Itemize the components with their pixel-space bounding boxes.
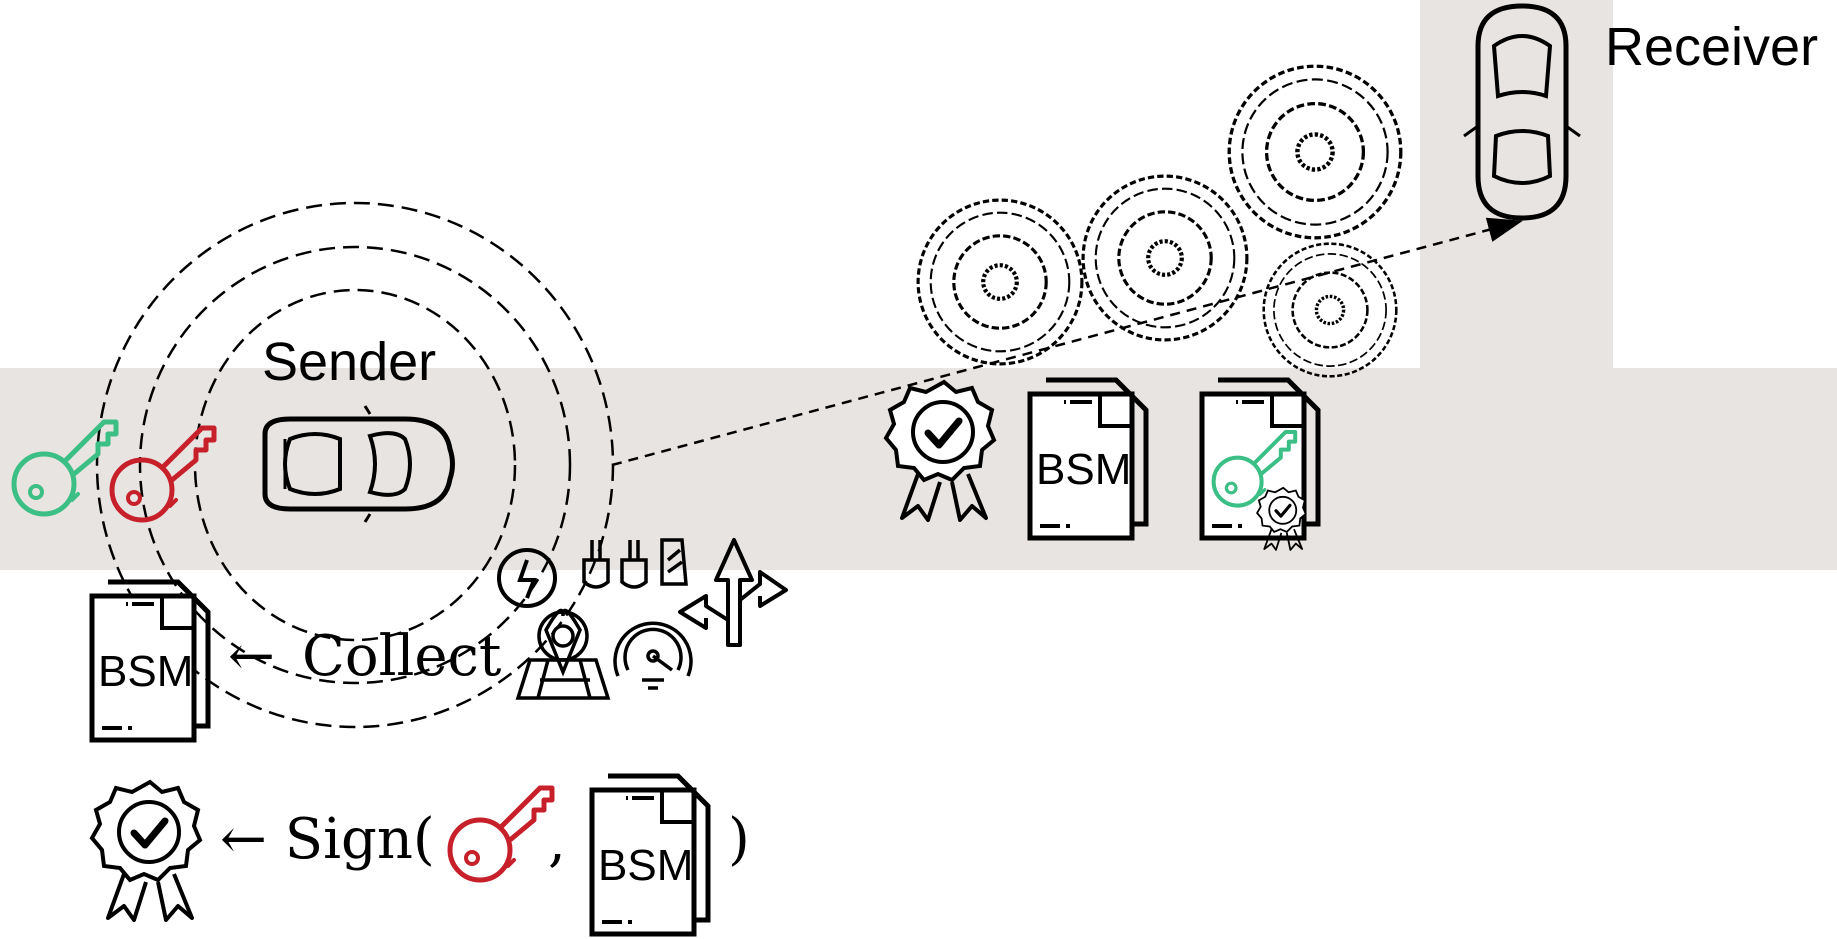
bsm-document-icon: BSM <box>92 582 208 740</box>
sender-label: Sender <box>262 332 436 392</box>
bsm-document-icon: BSM <box>1030 380 1146 538</box>
tree-icon <box>918 66 1401 376</box>
bsm-label: BSM <box>1036 445 1131 494</box>
bsm-label: BSM <box>98 647 193 696</box>
receiver-label: Receiver <box>1605 17 1818 77</box>
red-key-icon <box>450 788 552 880</box>
sign-close: ) <box>728 807 750 872</box>
vertical-road <box>1420 0 1613 570</box>
signed-bsm-document-icon <box>1202 380 1318 550</box>
bsm-document-icon: BSM <box>592 776 708 934</box>
bsm-label: BSM <box>598 841 693 890</box>
collect-label: Collect <box>302 624 502 689</box>
sign-comma: , <box>548 809 566 874</box>
certificate-icon <box>92 782 200 920</box>
collect-arrow: ← <box>228 624 275 689</box>
speedometer-icon <box>615 623 691 688</box>
map-pin-icon <box>518 610 608 698</box>
sign-prefix: ← Sign( <box>220 807 435 872</box>
